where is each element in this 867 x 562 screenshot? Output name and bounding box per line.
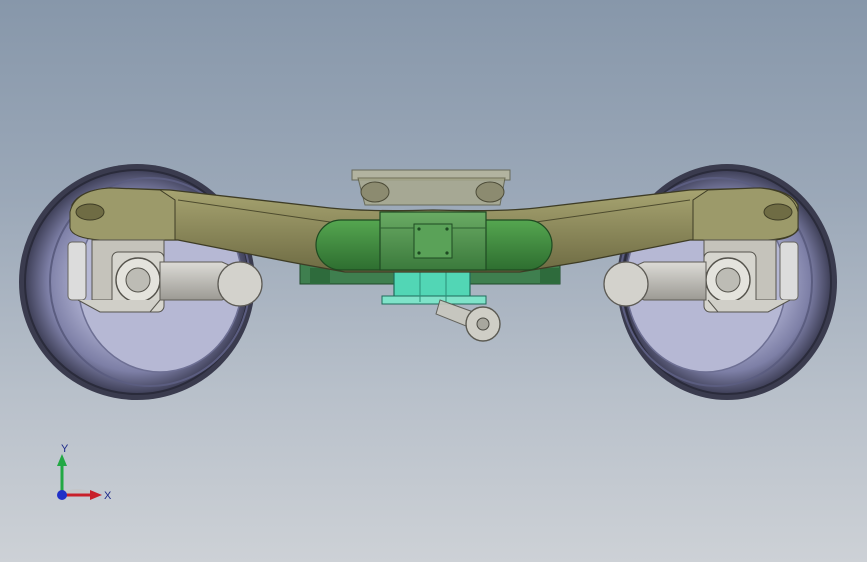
z-axis-dot bbox=[57, 490, 67, 500]
triad-plane-indicator bbox=[62, 488, 92, 493]
y-axis-label: Y bbox=[61, 443, 69, 455]
motor-block[interactable] bbox=[381, 269, 487, 305]
center-pivot-plate[interactable] bbox=[351, 169, 511, 206]
right-axlebox[interactable] bbox=[692, 187, 799, 313]
bolster-box[interactable] bbox=[379, 211, 487, 271]
left-swing-arm[interactable] bbox=[159, 261, 263, 307]
right-swing-arm[interactable] bbox=[603, 261, 707, 307]
left-axlebox[interactable] bbox=[67, 187, 176, 313]
axis-triad: Y X bbox=[57, 443, 112, 502]
drive-link[interactable] bbox=[435, 299, 501, 342]
x-axis-label: X bbox=[104, 490, 112, 502]
x-axis-arrowhead bbox=[90, 490, 102, 500]
y-axis-arrowhead bbox=[57, 454, 67, 466]
